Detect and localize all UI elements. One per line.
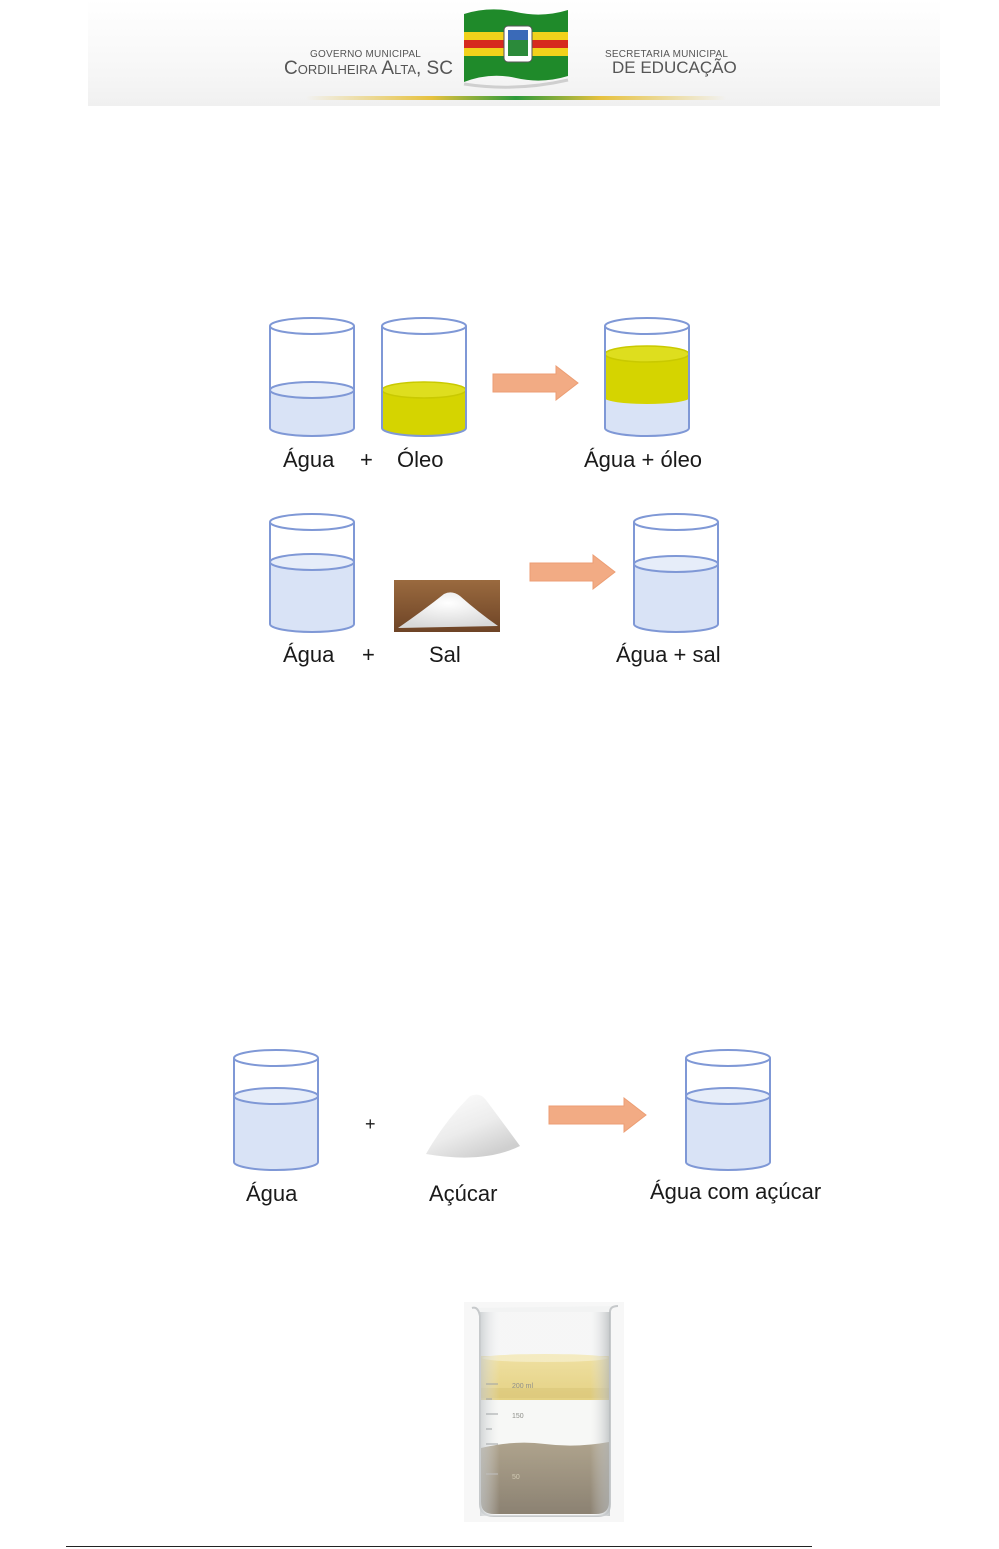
beaker-salt-water (630, 510, 722, 634)
graduation-200: 200 ml (512, 1383, 533, 1390)
plus-sign: + (360, 447, 373, 473)
plus-sign: + (362, 642, 375, 668)
label-water: Água (283, 447, 334, 473)
graduation-150: 150 (512, 1413, 524, 1420)
plus-sign: + (365, 1114, 376, 1135)
arrow-right (529, 554, 617, 590)
beaker-water-and-oil (601, 314, 693, 438)
label-sugar: Açúcar (429, 1181, 497, 1207)
graduation-50: 50 (512, 1474, 520, 1481)
salt-photo (394, 580, 500, 632)
arrow-right (548, 1097, 648, 1133)
beaker-sugar-water (682, 1046, 774, 1174)
header-divider (306, 96, 726, 100)
label-sugar-water: Água com açúcar (650, 1179, 821, 1205)
beaker-water (230, 1046, 322, 1174)
page-header: GOVERNO MUNICIPAL Cordilheira Alta, SC S… (88, 0, 940, 106)
label-water: Água (283, 642, 334, 668)
beaker-oil (378, 314, 470, 438)
label-salt: Sal (429, 642, 461, 668)
sugar-pile-image (424, 1090, 522, 1162)
beaker-water (266, 510, 358, 634)
footer-rule (66, 1546, 812, 1547)
beaker-water (266, 314, 358, 438)
header-left-title: Cordilheira Alta, SC (284, 58, 453, 80)
label-water: Água (246, 1181, 297, 1207)
label-oil: Óleo (397, 447, 443, 473)
beaker-photo-oil-water-sand: 200 ml 150 50 (464, 1302, 624, 1522)
label-water-and-oil: Água + óleo (584, 447, 702, 473)
label-water-and-salt: Água + sal (616, 642, 721, 668)
municipal-flag-logo (460, 6, 572, 90)
arrow-right (492, 365, 580, 401)
header-right-title: DE EDUCAÇÃO (612, 58, 737, 78)
